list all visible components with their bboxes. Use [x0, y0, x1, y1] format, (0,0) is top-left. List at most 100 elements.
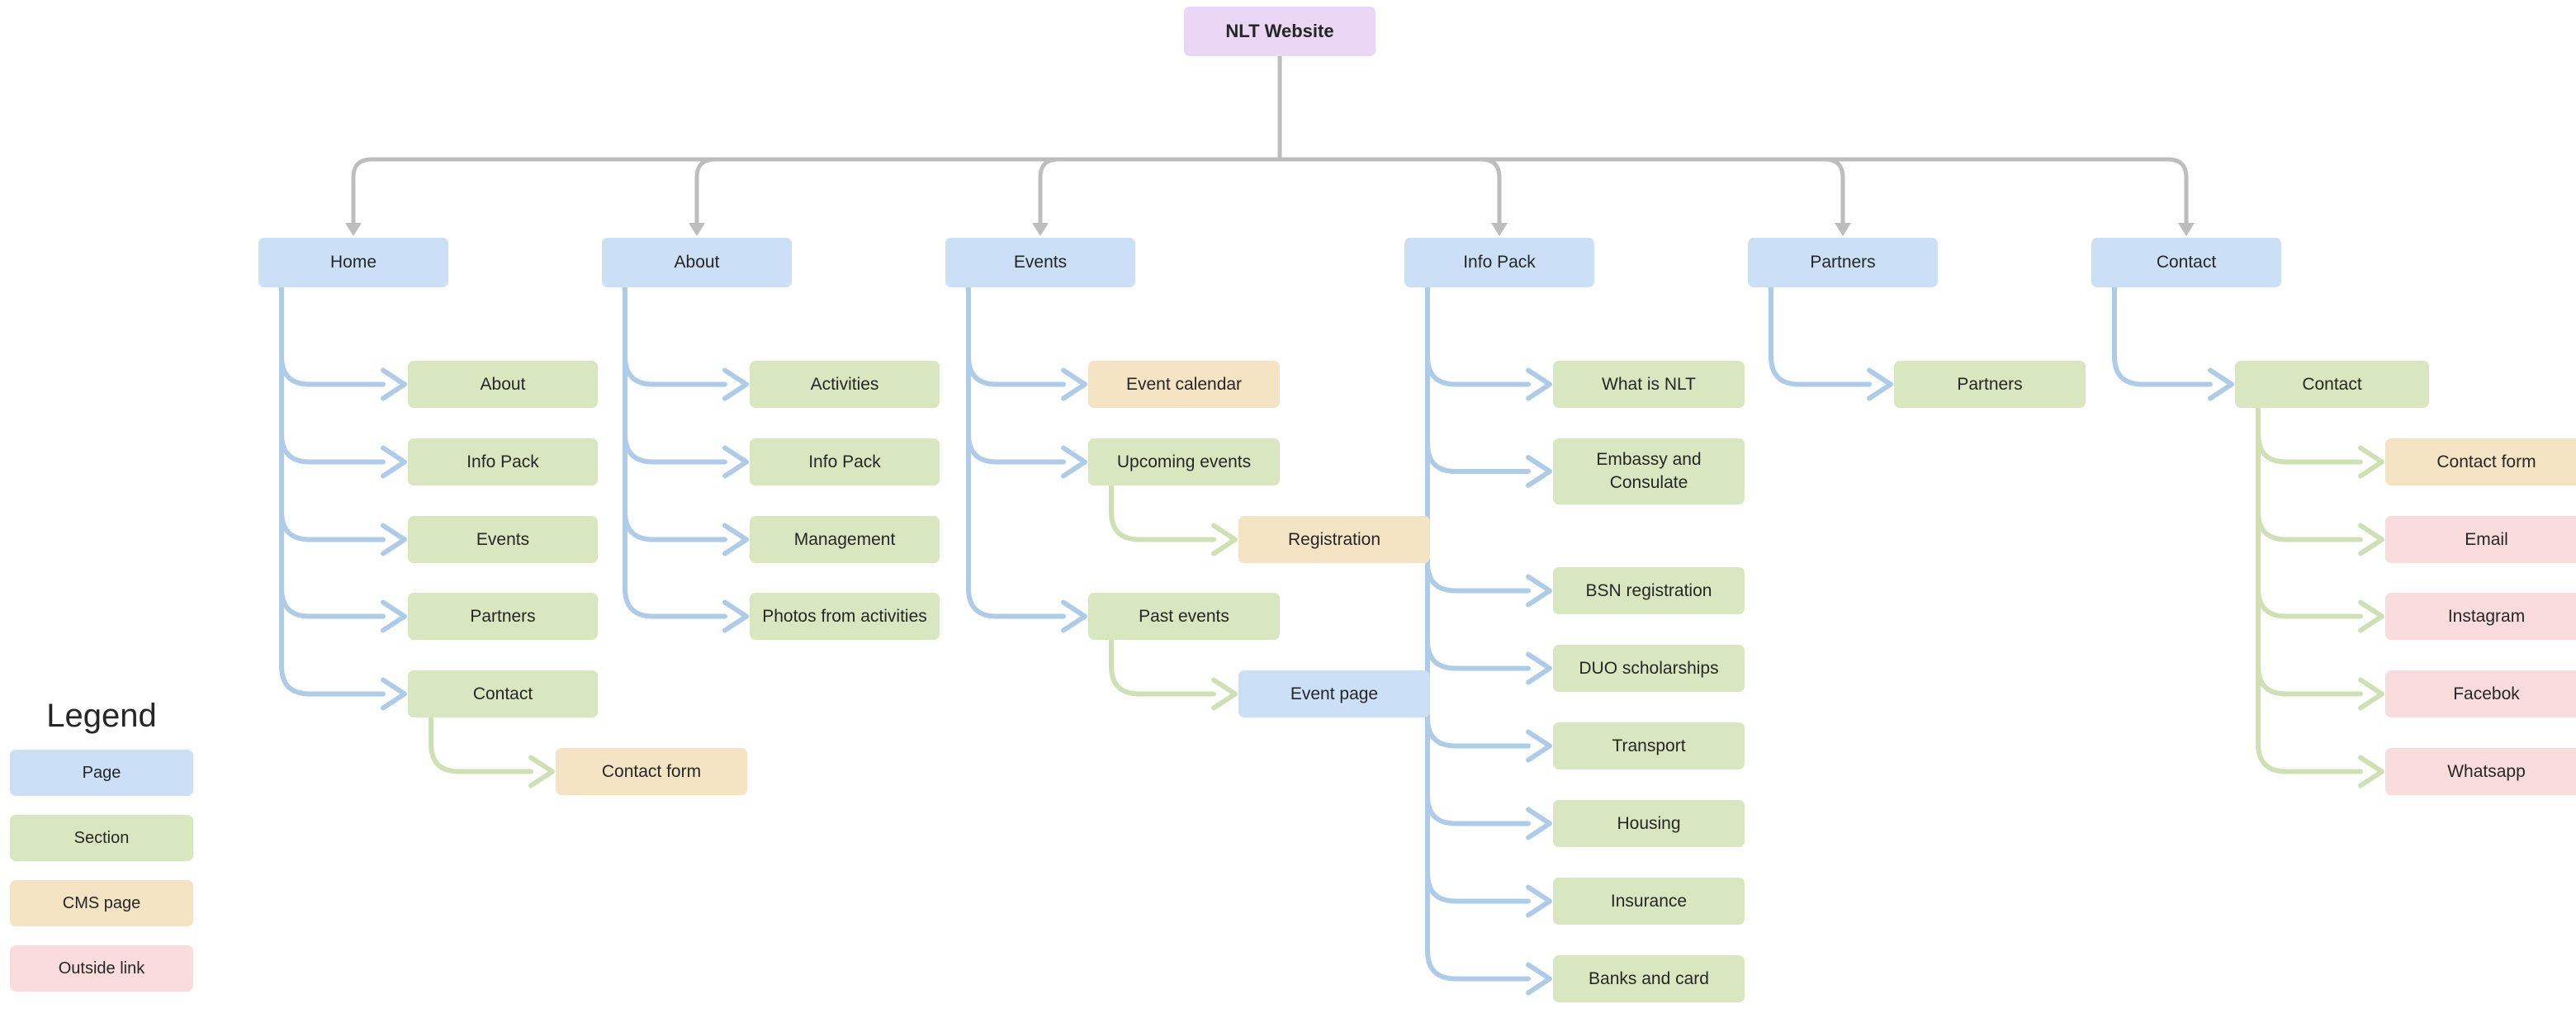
sitemap-node-home-about[interactable]: About — [408, 361, 598, 408]
sitemap-node-ev-upcoming[interactable]: Upcoming events — [1088, 438, 1280, 485]
connector-about-to-about-photos — [623, 285, 727, 619]
arrowhead-right — [1211, 523, 1238, 556]
connector-home-contact-to-home-contactform — [429, 715, 533, 774]
connector-infopack-to-ip-housing — [1425, 285, 1531, 826]
legend-item-section: Section — [10, 815, 193, 861]
arrowhead-right — [381, 599, 407, 633]
sitemap-node-home-contactform[interactable]: Contact form — [556, 748, 747, 795]
sitemap-node-ip-bsn[interactable]: BSN registration — [1553, 567, 1745, 614]
connector-root-to-partners — [1277, 157, 1845, 225]
connector-events-to-ev-past — [966, 285, 1066, 619]
connector-about-to-about-management — [623, 285, 727, 542]
sitemap-node-co-form[interactable]: Contact form — [2385, 438, 2576, 485]
arrowhead-right — [1526, 962, 1552, 996]
arrowhead-right — [1061, 367, 1087, 401]
legend-title: Legend — [46, 698, 157, 734]
connector-home-to-home-contact — [279, 285, 386, 697]
sitemap-node-home-infopack[interactable]: Info Pack — [408, 438, 598, 485]
arrowhead-down — [1491, 223, 1508, 236]
arrowhead-right — [2208, 367, 2234, 401]
arrowhead-right — [381, 523, 407, 556]
sitemap-node-home-contact[interactable]: Contact — [408, 670, 598, 717]
connector-partners-to-pa-partners — [1769, 285, 1872, 387]
arrowhead-right — [1526, 651, 1552, 685]
arrowhead-right — [722, 445, 749, 479]
sitemap-node-root[interactable]: NLT Website — [1184, 7, 1376, 56]
sitemap-node-ip-insurance[interactable]: Insurance — [1553, 878, 1745, 925]
sitemap-node-ev-calendar[interactable]: Event calendar — [1088, 361, 1280, 408]
arrowhead-right — [2358, 445, 2384, 479]
sitemap-node-ev-past[interactable]: Past events — [1088, 593, 1280, 640]
sitemap-node-ip-banks[interactable]: Banks and card — [1553, 955, 1745, 1002]
arrowhead-right — [1526, 455, 1552, 488]
connector-infopack-to-ip-bsn — [1425, 285, 1531, 594]
connector-about-to-about-activities — [623, 285, 727, 387]
sitemap-node-about-photos[interactable]: Photos from activities — [750, 593, 940, 640]
connector-root-to-about — [694, 157, 1282, 225]
arrowhead-right — [722, 367, 749, 401]
connector-infopack-to-ip-insurance — [1425, 285, 1531, 904]
sitemap-node-co-email[interactable]: Email — [2385, 516, 2576, 563]
arrowhead-right — [1526, 367, 1552, 401]
sitemap-node-contact[interactable]: Contact — [2091, 238, 2281, 287]
arrowhead-right — [1526, 884, 1552, 918]
arrowhead-right — [1211, 677, 1238, 711]
connector-events-to-ev-calendar — [966, 285, 1066, 387]
connector-about-to-about-infopack — [623, 285, 727, 465]
connector-home-to-home-events — [279, 285, 386, 542]
arrowhead-right — [381, 367, 407, 401]
sitemap-node-pa-partners[interactable]: Partners — [1894, 361, 2086, 408]
connector-root-to-contact — [1277, 157, 2189, 225]
arrowhead-right — [2358, 755, 2384, 788]
sitemap-node-co-contact[interactable]: Contact — [2235, 361, 2429, 408]
sitemap-node-ip-duo[interactable]: DUO scholarships — [1553, 645, 1745, 692]
arrowhead-right — [528, 755, 555, 788]
connector-home-to-home-about — [279, 285, 386, 387]
sitemap-node-ip-what[interactable]: What is NLT — [1553, 361, 1745, 408]
connector-infopack-to-ip-banks — [1425, 285, 1531, 982]
arrowhead-right — [1526, 574, 1552, 608]
sitemap-node-co-instagram[interactable]: Instagram — [2385, 593, 2576, 640]
sitemap-node-partners[interactable]: Partners — [1748, 238, 1938, 287]
arrowhead-right — [1867, 367, 1893, 401]
connector-ev-upcoming-to-ev-registration — [1109, 483, 1216, 542]
arrowhead-right — [1526, 729, 1552, 763]
sitemap-node-about[interactable]: About — [602, 238, 792, 287]
sitemap-node-co-whatsapp[interactable]: Whatsapp — [2385, 748, 2576, 795]
sitemap-node-ev-registration[interactable]: Registration — [1238, 516, 1430, 563]
connector-infopack-to-ip-embassy — [1425, 285, 1531, 474]
arrowhead-right — [381, 445, 407, 479]
arrowhead-right — [2358, 523, 2384, 556]
connector-co-contact-to-co-email — [2256, 405, 2363, 542]
sitemap-node-ev-eventpage[interactable]: Event page — [1238, 670, 1430, 717]
legend-item-cms: CMS page — [10, 880, 193, 926]
sitemap-node-ip-embassy[interactable]: Embassy and Consulate — [1553, 438, 1745, 504]
legend-item-page: Page — [10, 750, 193, 796]
arrowhead-right — [381, 677, 407, 711]
arrowhead-right — [722, 599, 749, 633]
sitemap-node-about-management[interactable]: Management — [750, 516, 940, 563]
sitemap-node-co-facebook[interactable]: Facebok — [2385, 670, 2576, 717]
sitemap-node-ip-transport[interactable]: Transport — [1553, 722, 1745, 769]
sitemap-node-about-activities[interactable]: Activities — [750, 361, 940, 408]
sitemap-node-home-events[interactable]: Events — [408, 516, 598, 563]
arrowhead-right — [1061, 599, 1087, 633]
arrowhead-down — [689, 223, 705, 236]
connector-contact-to-co-contact — [2112, 285, 2213, 387]
arrowhead-right — [2358, 599, 2384, 633]
sitemap-node-events[interactable]: Events — [945, 238, 1135, 287]
arrowhead-right — [2358, 677, 2384, 711]
sitemap-node-infopack[interactable]: Info Pack — [1404, 238, 1594, 287]
arrowhead-right — [722, 523, 749, 556]
sitemap-node-home-partners[interactable]: Partners — [408, 593, 598, 640]
connector-co-contact-to-co-whatsapp — [2256, 405, 2363, 774]
sitemap-node-about-infopack[interactable]: Info Pack — [750, 438, 940, 485]
sitemap-node-home[interactable]: Home — [258, 238, 448, 287]
legend-item-link: Outside link — [10, 945, 193, 992]
arrowhead-down — [345, 223, 362, 236]
connector-events-to-ev-upcoming — [966, 285, 1066, 465]
connector-root-to-events — [1038, 157, 1282, 225]
sitemap-node-ip-housing[interactable]: Housing — [1553, 800, 1745, 847]
